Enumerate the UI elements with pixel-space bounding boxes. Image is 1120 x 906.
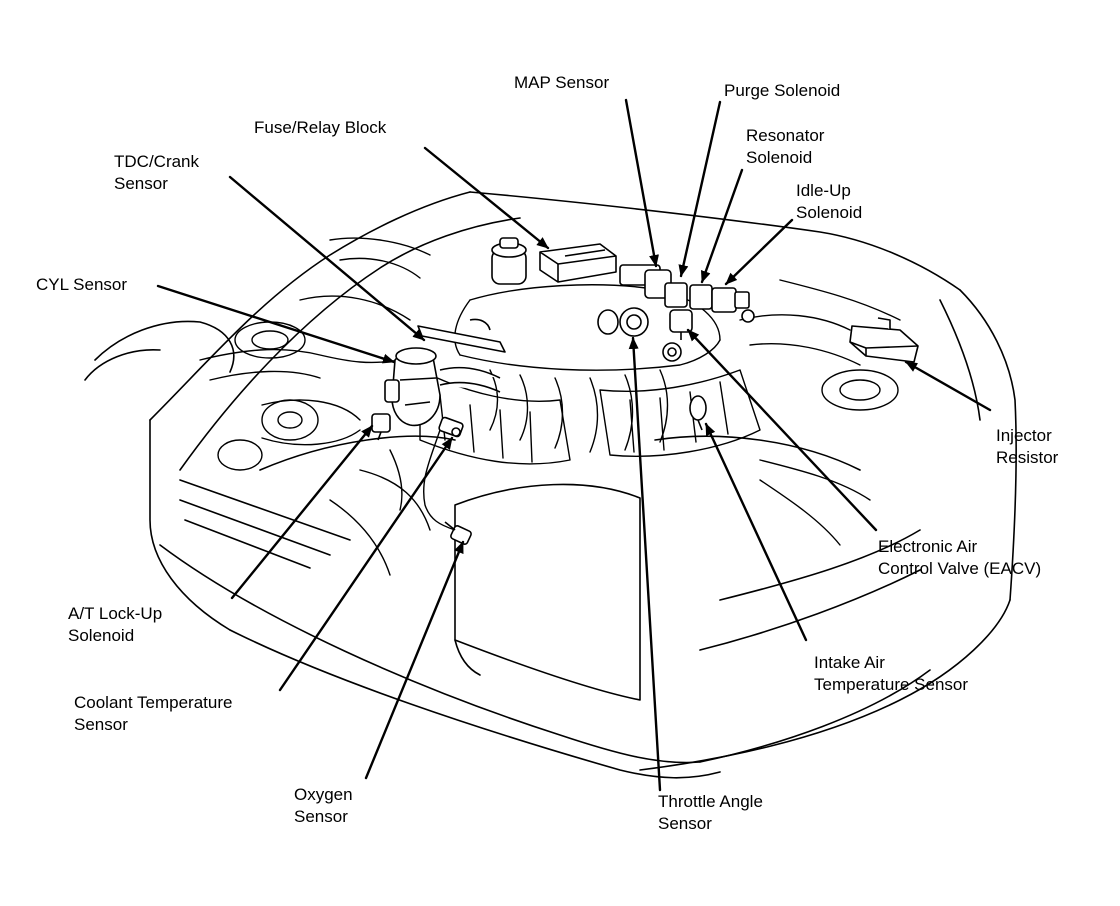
engine-bay-details: [199, 237, 901, 576]
intake-fitting: [662, 342, 682, 362]
label-cyl-sensor: CYL Sensor: [36, 275, 128, 294]
label-throttle-angle-sensor: Throttle Angle Sensor: [658, 792, 763, 833]
eacv-valve: [669, 309, 693, 340]
leader-coolant-temp-sensor: [278, 436, 454, 692]
distributor: [384, 347, 501, 427]
label-fuse-relay-block: Fuse/Relay Block: [254, 118, 387, 137]
label-map-sensor: MAP Sensor: [514, 73, 610, 92]
label-oxygen-sensor: Oxygen Sensor: [294, 785, 353, 826]
label-eacv: Electronic Air Control Valve (EACV): [878, 537, 1042, 578]
injector-resistor-part: [849, 317, 919, 363]
leader-eacv: [686, 328, 878, 532]
solenoid-cluster: [619, 264, 755, 323]
label-idle-up-solenoid: Idle-Up Solenoid: [796, 181, 863, 222]
leader-throttle-angle-sensor: [628, 336, 662, 792]
car-body-outline: [84, 191, 1017, 779]
leader-tdc-crank-sensor: [228, 175, 426, 342]
at-lockup-solenoid-part: [371, 413, 391, 441]
leader-lines: [156, 98, 992, 792]
label-intake-air-temp-sensor: Intake Air Temperature Sensor: [814, 653, 969, 694]
canister: [491, 237, 527, 285]
leader-resonator-solenoid: [700, 168, 744, 284]
leader-at-lockup-solenoid: [230, 424, 374, 600]
leader-fuse-relay-block: [423, 146, 550, 250]
label-at-lockup-solenoid: A/T Lock-Up Solenoid: [68, 604, 163, 645]
coolant-temp-sensor-part: [438, 416, 464, 438]
fuel-rail: [417, 318, 506, 353]
label-resonator-solenoid: Resonator Solenoid: [746, 126, 825, 167]
leader-oxygen-sensor: [364, 540, 465, 780]
leader-purge-solenoid: [678, 100, 722, 278]
label-injector-resistor: Injector Resistor: [996, 426, 1059, 467]
leader-intake-air-temp-sensor: [704, 422, 808, 642]
components: [371, 237, 919, 545]
leader-idle-up-solenoid: [724, 218, 794, 286]
leader-map-sensor: [624, 98, 659, 268]
label-coolant-temp-sensor: Coolant Temperature Sensor: [74, 693, 233, 734]
label-tdc-crank-sensor: TDC/Crank Sensor: [114, 152, 200, 193]
leader-injector-resistor: [904, 360, 992, 412]
label-purge-solenoid: Purge Solenoid: [724, 81, 841, 100]
intake-air-temp-sensor-part: [689, 395, 707, 431]
oxygen-sensor-part: [444, 521, 472, 545]
fuse-relay-block: [539, 243, 617, 283]
throttle-body: [597, 307, 649, 337]
leader-cyl-sensor: [156, 284, 396, 364]
